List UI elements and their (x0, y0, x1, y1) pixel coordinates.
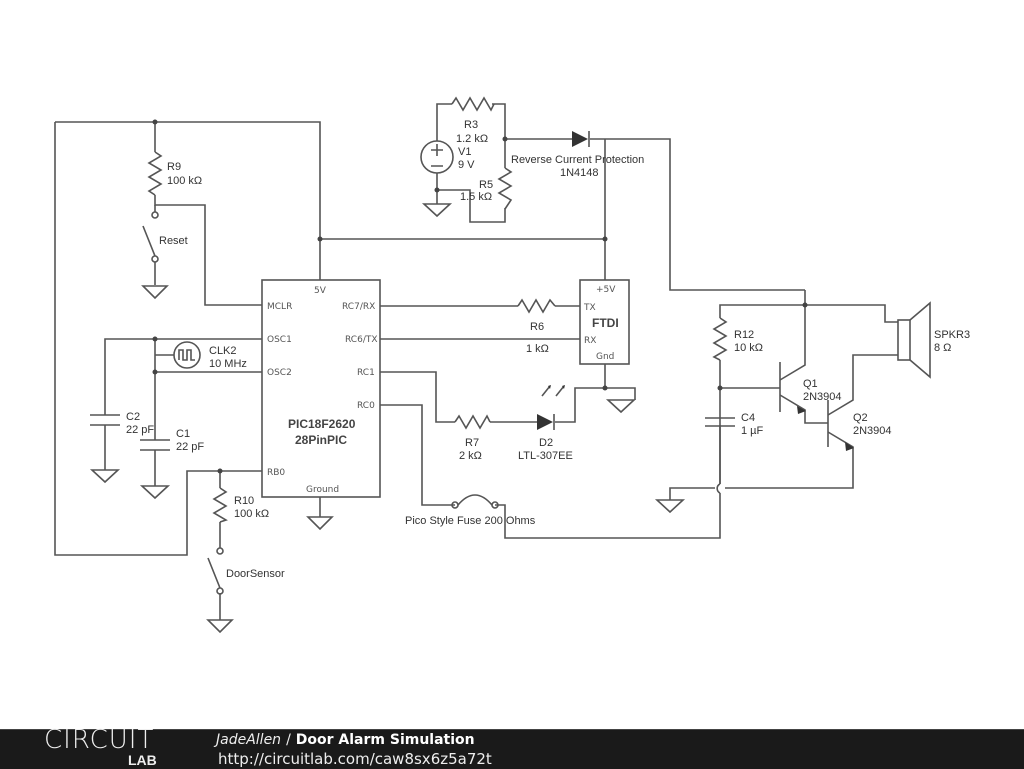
fuse-label: Pico Style Fuse 200 Ohms (405, 515, 536, 527)
c1-label: C1 (176, 428, 190, 440)
q2-value: 2N3904 (853, 425, 892, 437)
r12-value: 10 kΩ (734, 342, 763, 354)
d2-value: LTL-307EE (518, 450, 573, 462)
pic-value: 28PinPIC (295, 433, 347, 447)
r9-label: R9 (167, 161, 181, 173)
pic-pin-rb0: RB0 (267, 468, 285, 478)
pic-pin-rc7: RC7/RX (342, 302, 375, 312)
r10-value: 100 kΩ (234, 508, 269, 520)
circuit-title: Door Alarm Simulation (295, 732, 475, 748)
r12-label: R12 (734, 329, 754, 341)
diodes (537, 131, 854, 451)
ftdi-pin-gnd: Gnd (596, 352, 614, 362)
resistors (147, 96, 728, 523)
ftdi-pin-rx: RX (584, 336, 596, 346)
schematic: R9 100 kΩ Reset R3 1.2 kΩ V1 9 V R5 1.5 … (54, 96, 970, 634)
r7-resistor (454, 414, 491, 430)
r5-value: 1.5 kΩ (460, 191, 492, 203)
pic-name: PIC18F2620 (288, 417, 356, 431)
r3-label: R3 (464, 119, 478, 131)
clk2-value: 10 MHz (209, 358, 247, 370)
circuitlab-logo: CIRCUIT (44, 725, 155, 755)
r5-label: R5 (479, 179, 493, 191)
ftdi-pin-5v: +5V (596, 285, 616, 295)
d1-label: Reverse Current Protection (511, 154, 644, 166)
r10-label: R10 (234, 495, 254, 507)
r6-label: R6 (530, 321, 544, 333)
c4-label: C4 (741, 412, 755, 424)
r9-value: 100 kΩ (167, 175, 202, 187)
separator: / (286, 732, 291, 748)
r7-label: R7 (465, 437, 479, 449)
labels: R9 100 kΩ Reset R3 1.2 kΩ V1 9 V R5 1.5 … (126, 119, 970, 580)
ftdi-name: FTDI (592, 316, 619, 330)
pic-pin-rc1: RC1 (357, 368, 375, 378)
c2-value: 22 pF (126, 424, 154, 436)
pic-pin-5v: 5V (314, 286, 327, 296)
r12-resistor (712, 317, 728, 361)
c4-value: 1 µF (741, 425, 764, 437)
switches-caps-grounds (89, 140, 931, 634)
pic-pin-rc0: RC0 (357, 401, 375, 411)
pic-pin-mclr: MCLR (267, 302, 292, 312)
ftdi-module (579, 279, 630, 365)
r6-resistor (517, 298, 556, 314)
doorsensor-label: DoorSensor (226, 568, 285, 580)
pic-pin-osc2: OSC2 (267, 368, 292, 378)
footer: CIRCUIT LAB JadeAllen / Door Alarm Simul… (0, 725, 1024, 769)
pic-pin-rc6: RC6/TX (345, 335, 378, 345)
r9-resistor (147, 151, 163, 196)
author-link[interactable]: JadeAllen (216, 732, 282, 748)
r3-resistor (451, 96, 495, 112)
circuitlab-logo-lab: LAB (128, 752, 157, 768)
pic-pin-osc1: OSC1 (267, 335, 292, 345)
title-line: JadeAllen / Door Alarm Simulation (216, 732, 475, 749)
spkr3-label: SPKR3 (934, 329, 970, 341)
r5-resistor (497, 167, 513, 210)
clk2-label: CLK2 (209, 345, 237, 357)
q1-value: 2N3904 (803, 391, 842, 403)
v1-label: V1 (458, 146, 471, 158)
spkr3-value: 8 Ω (934, 342, 951, 354)
d2-label: D2 (539, 437, 553, 449)
circuit-url[interactable]: http://circuitlab.com/caw8sx6z5a72t (218, 750, 492, 768)
q1-label: Q1 (803, 378, 818, 390)
r7-value: 2 kΩ (459, 450, 482, 462)
ftdi-pin-tx: TX (583, 303, 596, 313)
r3-value: 1.2 kΩ (456, 133, 488, 145)
r6-value: 1 kΩ (526, 343, 549, 355)
pic-pin-ground: Ground (306, 485, 339, 495)
c1-value: 22 pF (176, 441, 204, 453)
v1-value: 9 V (458, 159, 475, 171)
reset-label: Reset (159, 235, 188, 247)
d1-value: 1N4148 (560, 167, 599, 179)
pic-chip (261, 279, 381, 498)
q2-label: Q2 (853, 412, 868, 424)
dots (152, 119, 808, 474)
r10-resistor (212, 487, 228, 523)
c2-label: C2 (126, 411, 140, 423)
wires (54, 103, 898, 620)
